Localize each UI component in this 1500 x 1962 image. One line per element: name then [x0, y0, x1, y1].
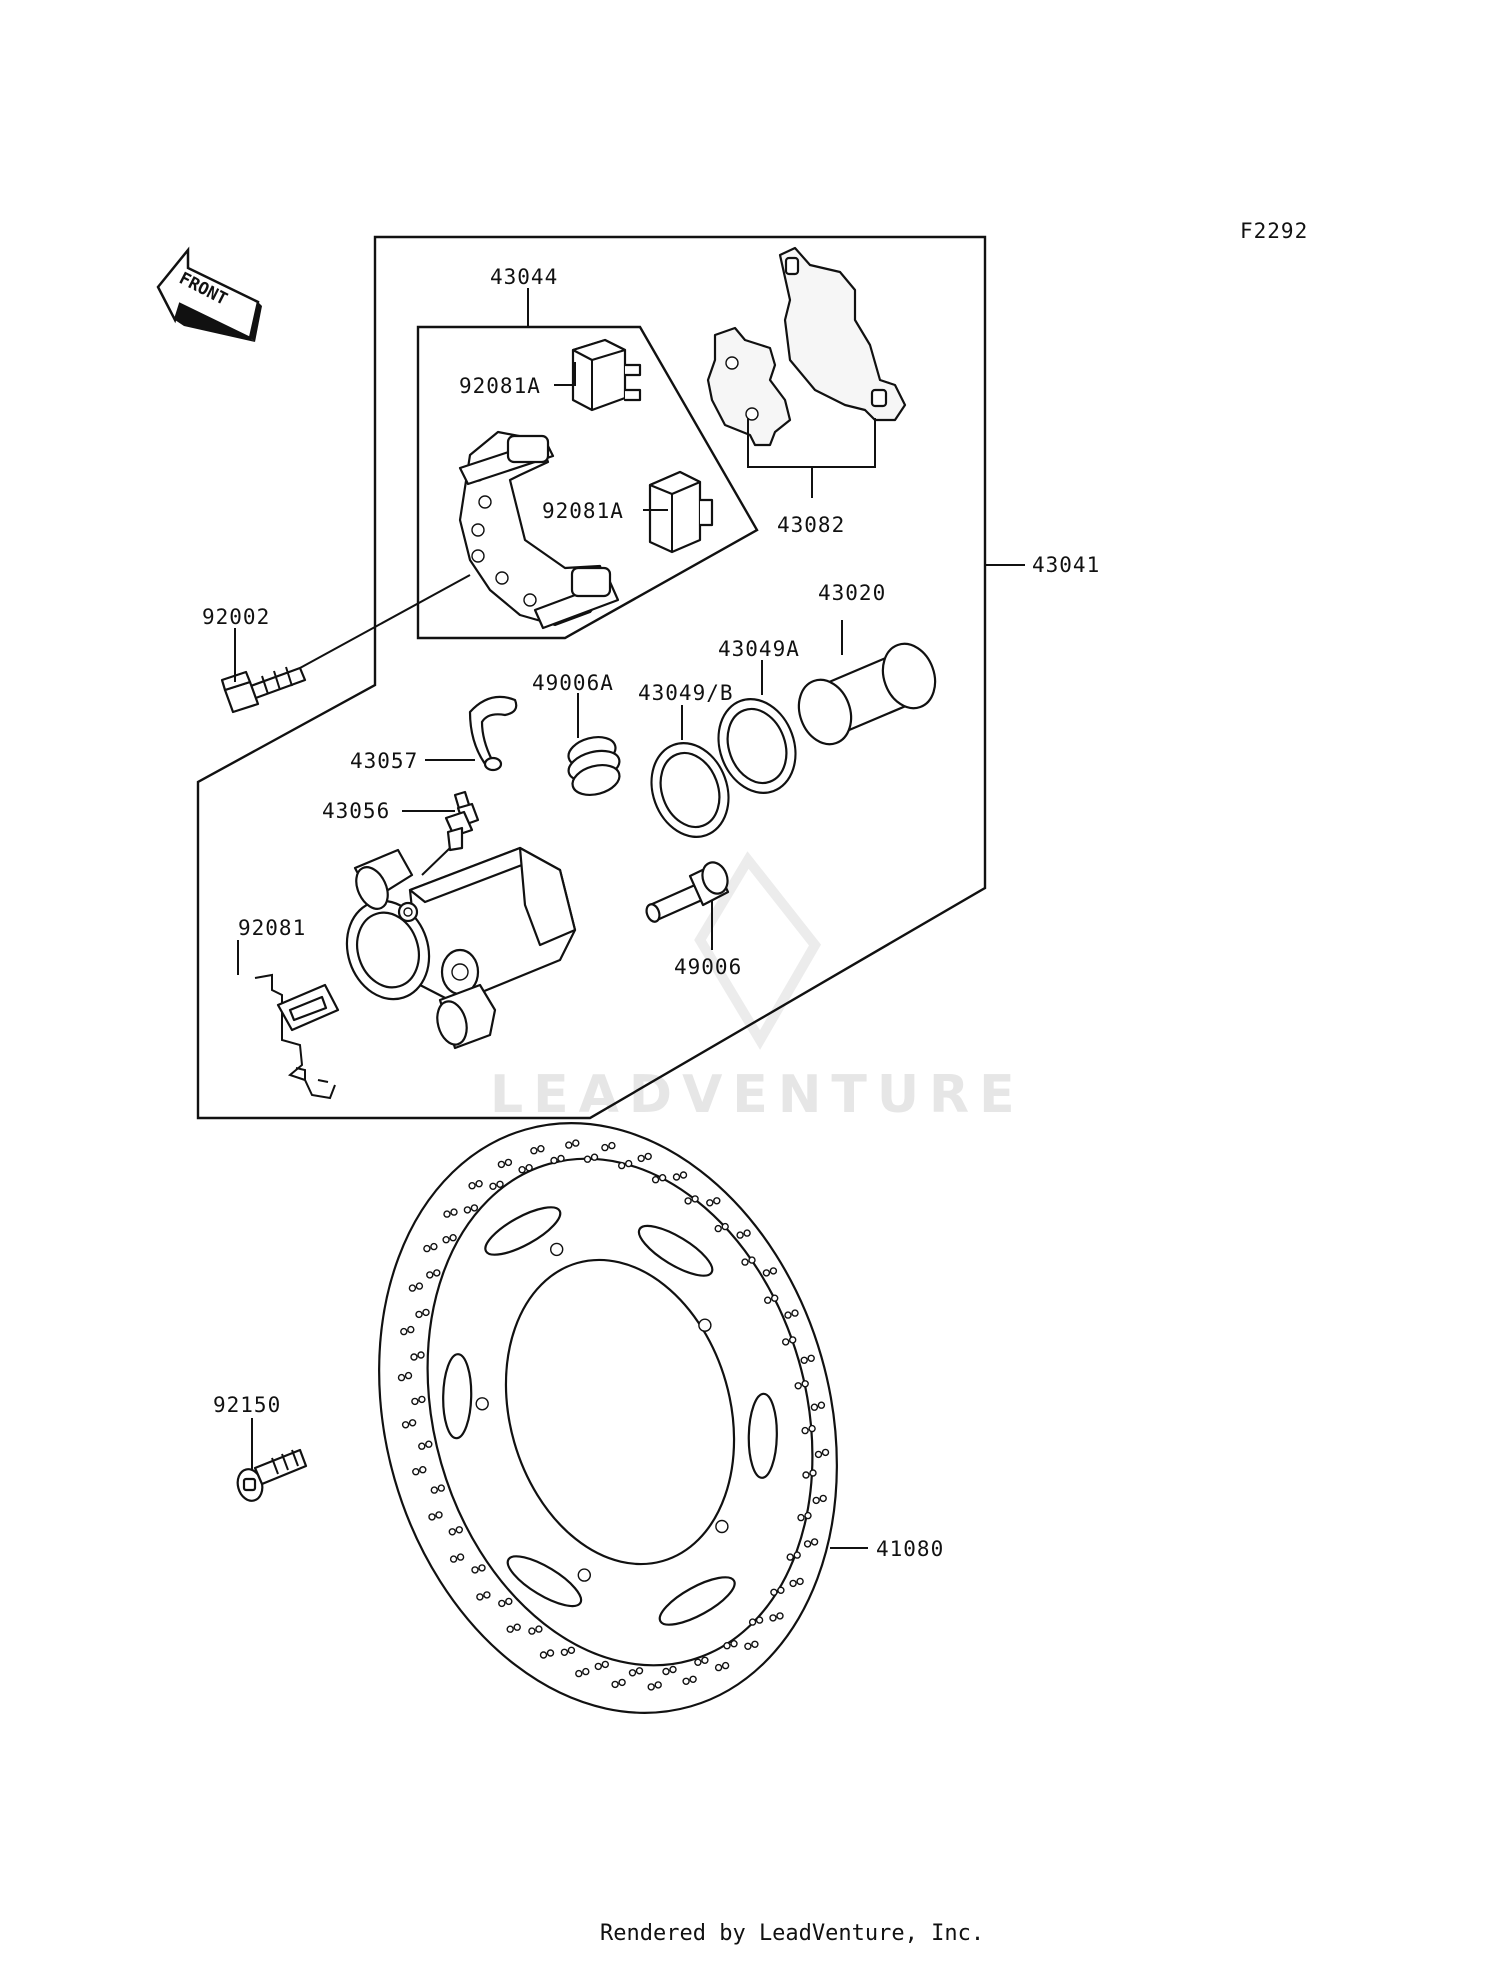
bleeder-cap — [468, 695, 518, 772]
pad-shim-middle — [648, 470, 714, 554]
caliper-piston — [797, 642, 937, 746]
callout-92081a-top: 92081A — [459, 374, 541, 398]
callout-92081: 92081 — [238, 916, 306, 940]
pin-boot — [567, 736, 621, 796]
watermark-text: LEADVENTURE — [490, 1065, 1025, 1125]
caliper-bracket — [458, 430, 620, 630]
mounting-bolt — [220, 666, 307, 714]
callout-43057: 43057 — [350, 749, 418, 773]
callout-92002: 92002 — [202, 605, 270, 629]
callout-41080: 41080 — [876, 1537, 944, 1561]
figure-code: F2292 — [1240, 219, 1308, 243]
piston-seal-b — [650, 742, 730, 838]
slide-pin — [645, 861, 730, 923]
pad-spring — [254, 973, 340, 1100]
bracket-group-frame — [416, 325, 759, 640]
leader-lines — [234, 288, 1025, 1549]
callout-49006: 49006 — [674, 955, 742, 979]
disc-bolt — [236, 1448, 308, 1502]
footer-credit: Rendered by LeadVenture, Inc. — [600, 1921, 984, 1946]
bleeder-valve — [444, 790, 480, 852]
callout-labels: 43044 92081A 92081A 43082 43041 43020 43… — [202, 265, 1100, 1561]
callout-43049b: 43049/B — [638, 681, 734, 705]
callout-49006a: 49006A — [532, 671, 614, 695]
callout-43049a: 43049A — [718, 637, 800, 661]
pad-shim-top — [571, 338, 642, 412]
brake-disc — [378, 1122, 838, 1714]
callout-43041: 43041 — [1032, 553, 1100, 577]
callout-43056: 43056 — [322, 799, 390, 823]
watermark: LEADVENTURE — [490, 851, 1025, 1125]
callout-43044: 43044 — [490, 265, 558, 289]
caliper-body — [345, 846, 577, 1050]
callout-92150: 92150 — [213, 1393, 281, 1417]
callout-43082: 43082 — [777, 513, 845, 537]
caliper-assembly-frame — [196, 235, 987, 1120]
front-arrow-icon: FRONT — [156, 246, 262, 342]
piston-seal-a — [717, 698, 797, 794]
brake-pads — [706, 246, 907, 447]
callout-92081a-middle: 92081A — [542, 499, 624, 523]
callout-43020: 43020 — [818, 581, 886, 605]
